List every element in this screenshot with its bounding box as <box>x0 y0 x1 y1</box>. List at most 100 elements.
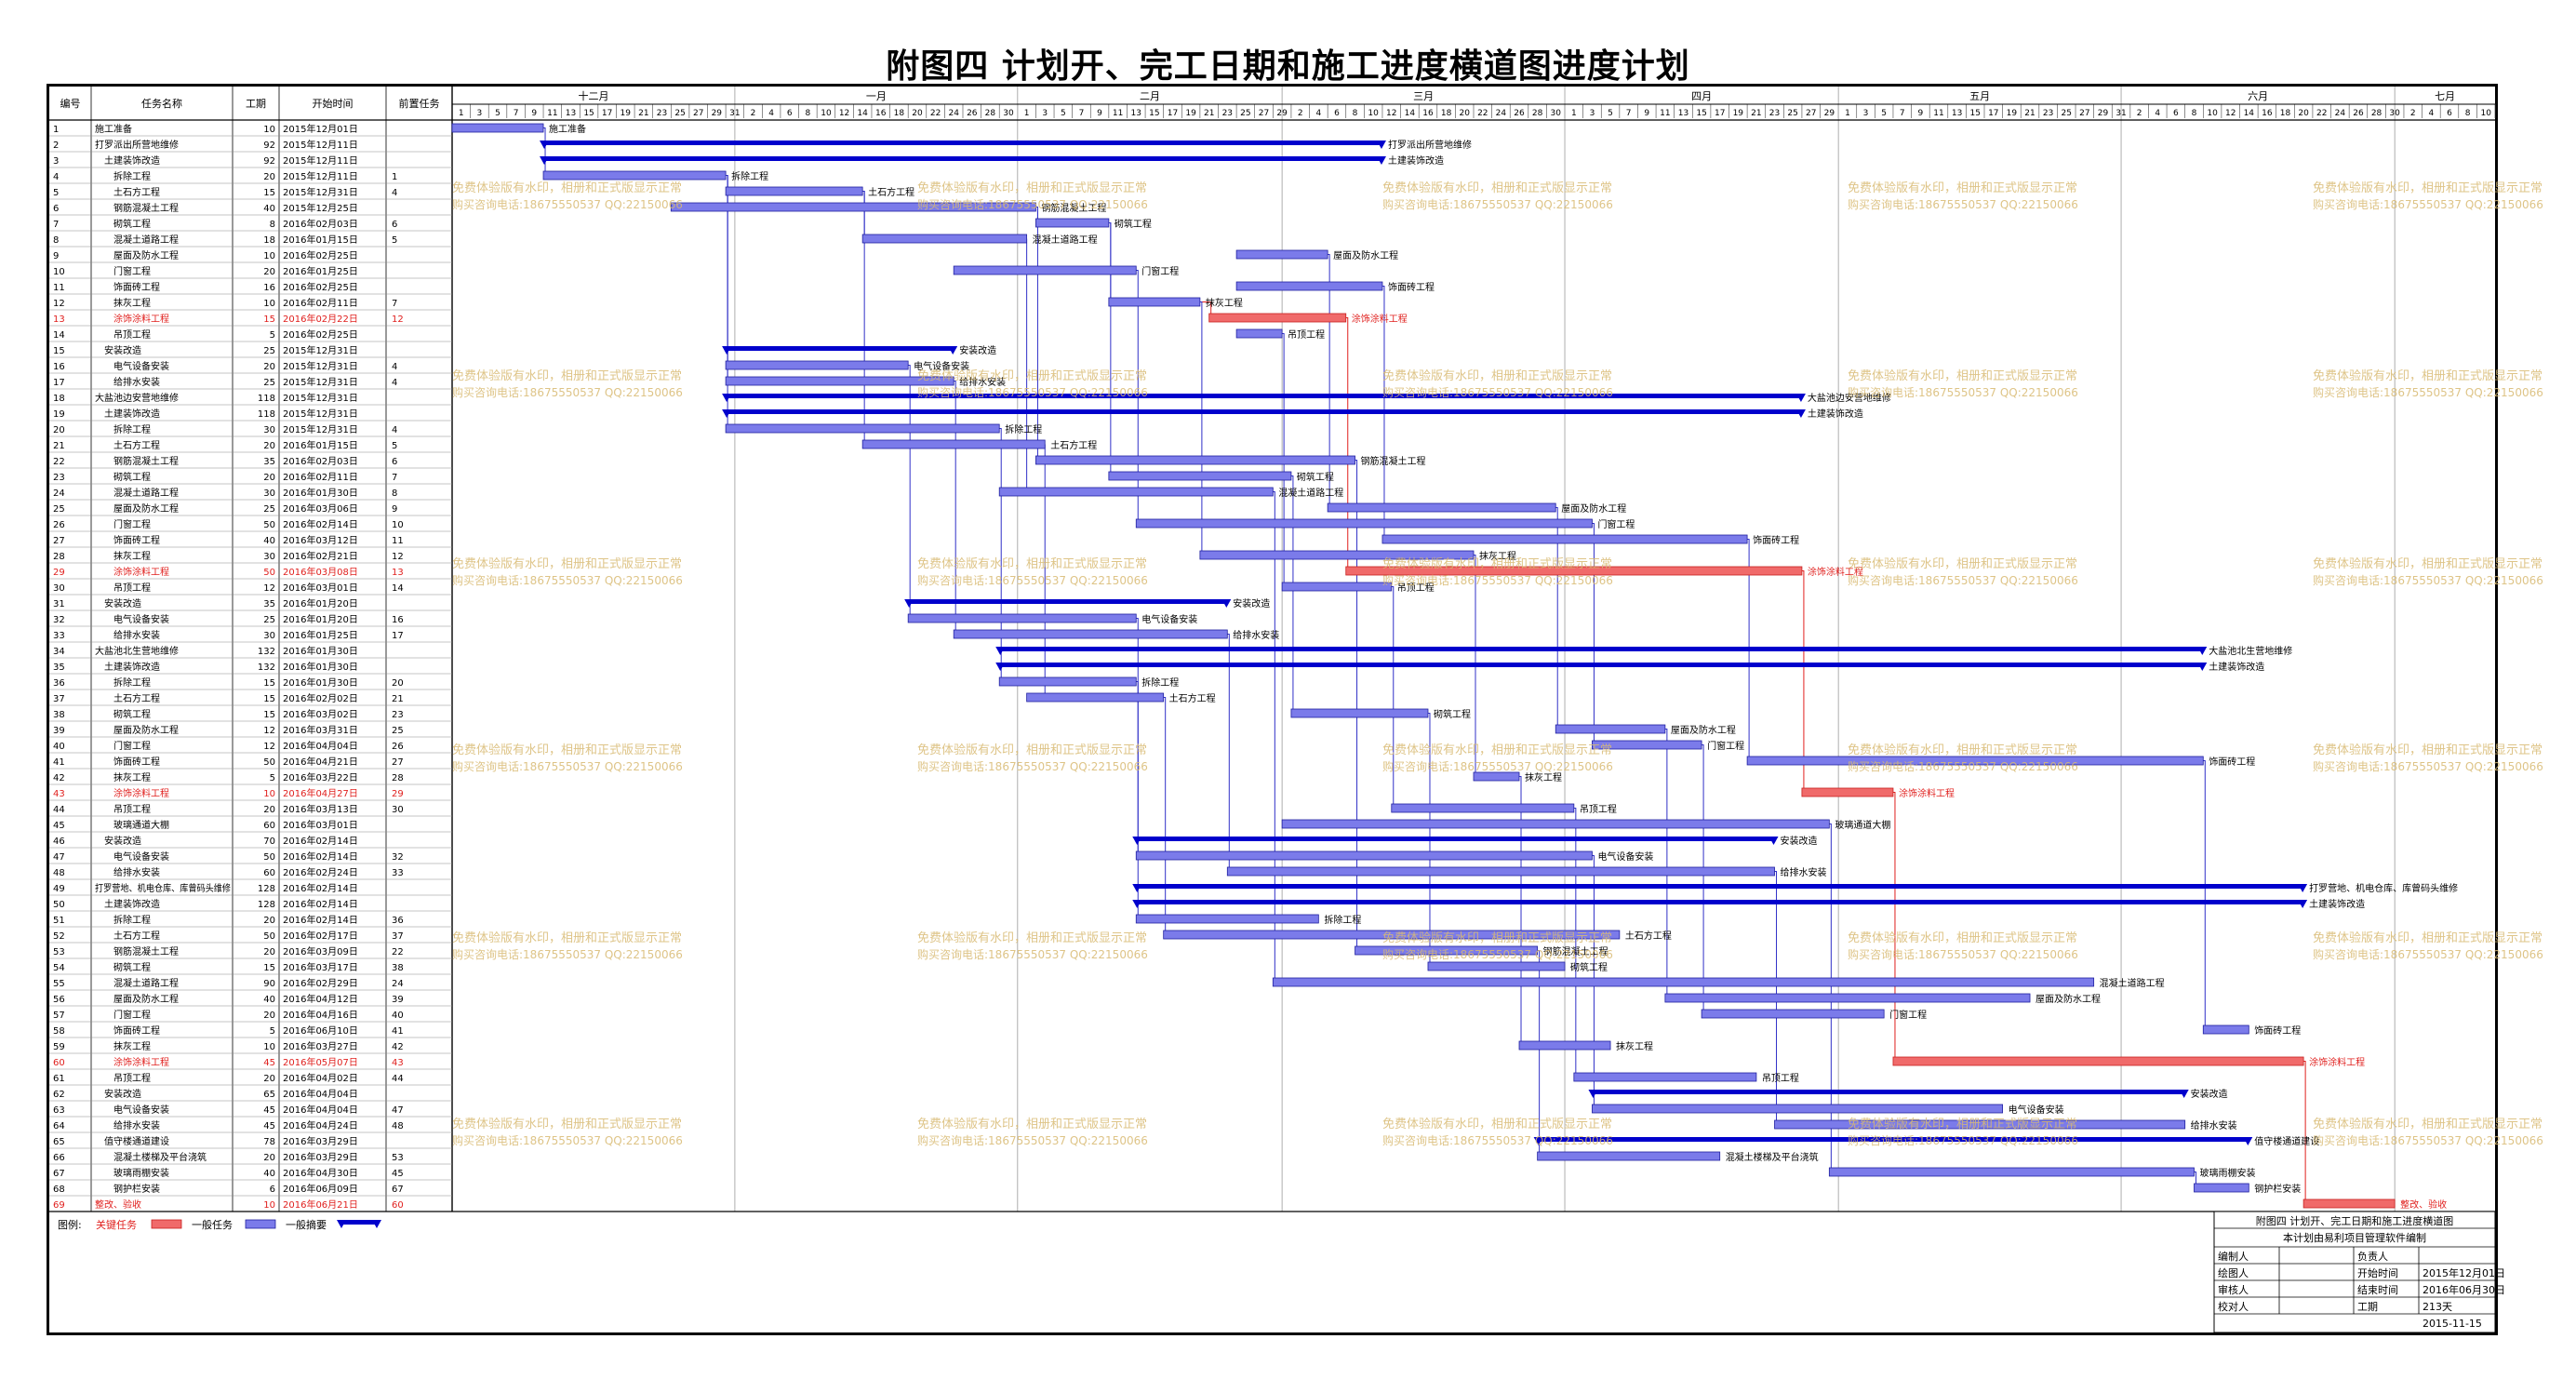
summary-cap-end <box>2243 1137 2253 1145</box>
task-id: 12 <box>53 299 65 309</box>
day-tick: 4 <box>768 109 774 118</box>
task-pred: 60 <box>392 1200 404 1211</box>
watermark-line2: 购买咨询电话:18675550537 QQ:22150066 <box>1848 947 2078 961</box>
task-start: 2016年02月03日 <box>283 455 358 467</box>
bar-label: 饰面砖工程 <box>2209 756 2255 768</box>
watermark-line1: 免费体验版有水印，相册和正式版显示正常 <box>1382 181 1612 195</box>
task-start: 2015年12月31日 <box>283 186 358 198</box>
bar-label: 混凝土道路工程 <box>2100 977 2165 989</box>
bar-label: 拆除工程 <box>1324 914 1361 926</box>
bar-label: 安装改造 <box>1233 597 1270 609</box>
task-start: 2016年02月03日 <box>283 218 358 230</box>
day-tick: 15 <box>583 109 594 118</box>
task-name: 门窗工程 <box>113 265 151 277</box>
task-name: 打罗营地、机电仓库、库曾码头维修 <box>95 882 231 894</box>
bar-label: 安装改造 <box>1781 835 1818 847</box>
bar-label: 安装改造 <box>959 344 996 356</box>
day-tick: 16 <box>2262 109 2273 118</box>
watermark-line2: 购买咨询电话:18675550537 QQ:22150066 <box>917 385 1148 399</box>
day-tick: 24 <box>1496 109 1507 118</box>
task-start: 2016年01月15日 <box>283 439 358 451</box>
task-pred: 42 <box>392 1042 404 1052</box>
dependency-link <box>1227 634 1230 868</box>
info-cell: 2015年12月01日 <box>2423 1266 2505 1279</box>
bar-label: 玻璃通道大棚 <box>1835 819 1890 831</box>
task-name: 土建装饰改造 <box>104 898 160 910</box>
watermark-line2: 购买咨询电话:18675550537 QQ:22150066 <box>1848 385 2078 399</box>
bar-label: 砌筑工程 <box>1297 471 1334 483</box>
task-id: 37 <box>53 694 65 704</box>
task-duration: 16 <box>263 283 275 293</box>
day-tick: 7 <box>514 109 519 118</box>
watermark-line2: 购买咨询电话:18675550537 QQ:22150066 <box>917 197 1148 211</box>
critical-bar <box>1892 1056 2304 1066</box>
day-tick: 14 <box>1405 109 1416 118</box>
day-tick: 8 <box>1353 109 1358 118</box>
task-start: 2015年12月11日 <box>283 170 358 182</box>
bar-label: 门窗工程 <box>1597 518 1635 530</box>
task-id: 56 <box>53 995 65 1005</box>
summary-bar <box>1136 900 2304 904</box>
day-tick: 29 <box>2098 109 2109 118</box>
task-bar <box>1701 1009 1885 1019</box>
watermark-line1: 免费体验版有水印，相册和正式版显示正常 <box>917 1117 1147 1131</box>
watermark-line2: 购买咨询电话:18675550537 QQ:22150066 <box>1382 385 1613 399</box>
dependency-link <box>1199 301 1212 315</box>
task-bar <box>1774 1119 2186 1130</box>
bar-label: 大盐池北生营地维修 <box>2209 645 2292 657</box>
task-duration: 8 <box>270 220 275 230</box>
task-duration: 40 <box>263 536 275 546</box>
task-id: 38 <box>53 710 65 720</box>
day-tick: 21 <box>638 109 648 118</box>
task-name: 抹灰工程 <box>113 297 151 309</box>
legend-label: 图例: <box>58 1218 82 1231</box>
task-id: 1 <box>53 125 59 135</box>
task-start: 2016年03月29日 <box>283 1135 358 1147</box>
watermark-line2: 购买咨询电话:18675550537 QQ:22150066 <box>1848 197 2078 211</box>
task-name: 给排水安装 <box>113 376 160 388</box>
task-duration: 40 <box>263 995 275 1005</box>
task-name: 值守楼通道建设 <box>104 1135 169 1147</box>
task-pred: 26 <box>392 742 404 752</box>
watermark-line1: 免费体验版有水印，相册和正式版显示正常 <box>917 181 1147 195</box>
watermark-line1: 免费体验版有水印，相册和正式版显示正常 <box>1848 181 2077 195</box>
day-tick: 3 <box>1042 109 1048 118</box>
day-tick: 10 <box>2207 109 2218 118</box>
dependency-link <box>1519 776 1522 1042</box>
task-duration: 12 <box>263 742 275 752</box>
summary-cap-start <box>1132 884 1142 892</box>
critical-bar <box>2302 1198 2396 1209</box>
task-duration: 25 <box>263 615 275 625</box>
watermark-line1: 免费体验版有水印，相册和正式版显示正常 <box>917 743 1147 757</box>
task-duration: 20 <box>263 947 275 957</box>
task-pred: 9 <box>392 504 397 515</box>
task-id: 32 <box>53 615 65 625</box>
bar-label: 饰面砖工程 <box>2254 1024 2301 1037</box>
task-id: 44 <box>53 805 65 815</box>
task-start: 2015年12月01日 <box>283 123 358 135</box>
day-tick: 1 <box>459 109 464 118</box>
day-tick: 6 <box>1334 109 1340 118</box>
task-bar <box>1828 1167 2195 1177</box>
task-duration: 15 <box>263 188 275 198</box>
watermark-line2: 购买咨询电话:18675550537 QQ:22150066 <box>917 947 1148 961</box>
task-pred: 4 <box>392 362 397 372</box>
summary-cap-end <box>1221 599 1232 608</box>
task-id: 61 <box>53 1074 65 1084</box>
summary-cap-end <box>1376 141 1386 149</box>
info-cell: 结束时间 <box>2357 1284 2398 1296</box>
task-name: 涂饰涂料工程 <box>113 787 169 799</box>
info-subtitle: 本计划由易利项目管理软件编制 <box>2283 1231 2426 1244</box>
task-start: 2016年03月01日 <box>283 819 358 831</box>
task-name: 门窗工程 <box>113 740 151 752</box>
task-start: 2016年03月22日 <box>283 771 358 783</box>
task-start: 2016年03月09日 <box>283 945 358 957</box>
task-duration: 50 <box>263 520 275 530</box>
day-tick: 29 <box>712 109 723 118</box>
day-tick: 7 <box>1626 109 1632 118</box>
bar-label: 混凝土道路工程 <box>1033 234 1098 246</box>
summary-cap-end <box>1376 156 1386 165</box>
task-start: 2016年02月29日 <box>283 977 358 989</box>
day-tick: 30 <box>1551 109 1562 118</box>
day-tick: 22 <box>2316 109 2327 118</box>
